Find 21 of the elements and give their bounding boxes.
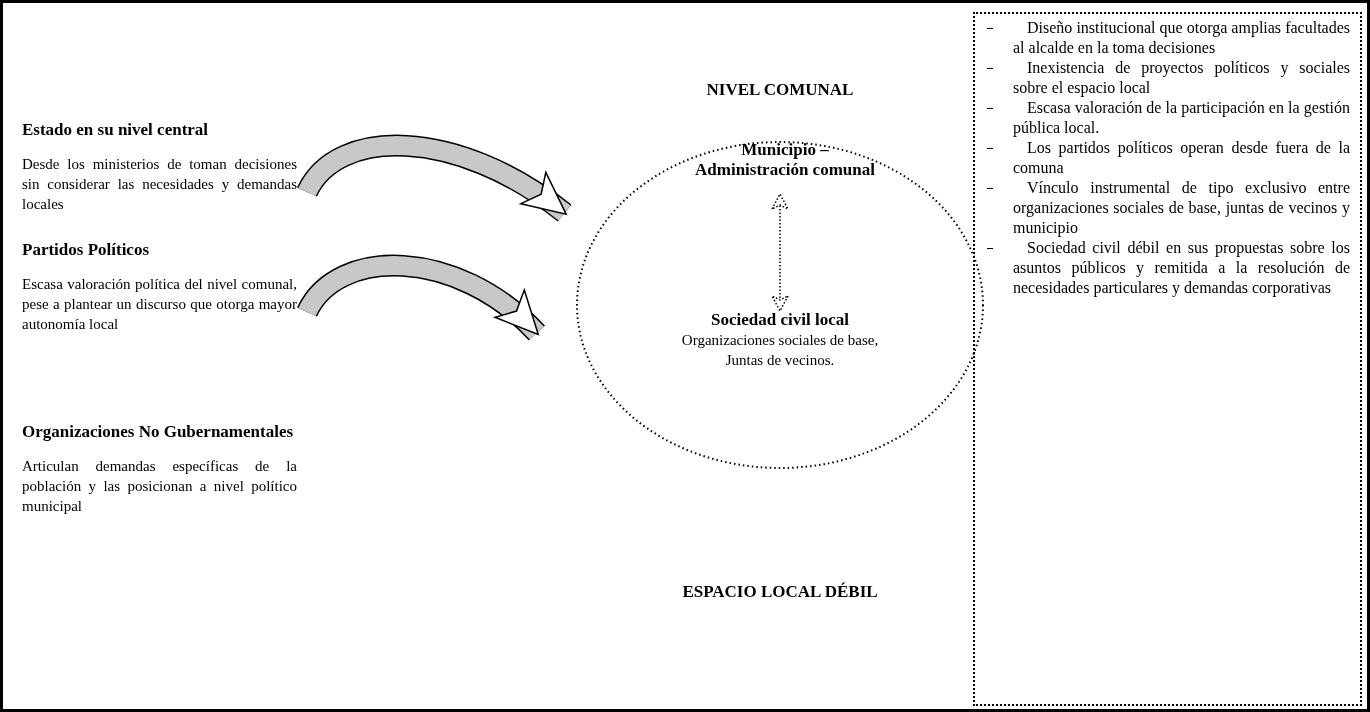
section-heading: ESPACIO LOCAL DÉBIL — [681, 582, 879, 602]
list-item: Escasa valoración de la participación en la gestión pública local. — [1013, 99, 1350, 136]
list-item: Vínculo instrumental de tipo exclusivo entre organizaciones sociales de base, juntas de vecinos y municipio — [1013, 179, 1350, 236]
list-item: Sociedad civil débil en sus propuestas sobre los asuntos públicos y remitida a la resolución de necesidades particulares y demandas corporativas — [1013, 239, 1350, 296]
dotted-double-arrow — [771, 193, 789, 312]
list-panel — [973, 12, 1362, 706]
description-text: Escasa valoración política del nivel comunal, pese a plantear un discurso que otorga mayor autonomía local — [22, 275, 297, 334]
description-text: Desde los ministerios de toman decisiones sin considerar las necesidades y demandas locales — [22, 155, 297, 214]
description-text: Articulan demandas específicas de la población y las posicionan a nivel político municipal — [22, 457, 297, 516]
list-item: Los partidos políticos operan desde fuera de la comuna — [1013, 139, 1350, 176]
list-item: Diseño institucional que otorga amplias facultades al alcalde en la toma decisiones — [1013, 19, 1350, 56]
section-heading: NIVEL COMUNAL — [705, 80, 855, 100]
heading: Estado en su nivel central — [22, 120, 210, 140]
heading: Sociedad civil local — [710, 310, 850, 330]
list-item: Inexistencia de proyectos políticos y sociales sobre el espacio local — [1013, 59, 1350, 96]
heading: Partidos Políticos — [22, 240, 150, 260]
curved-block-arrow — [297, 134, 572, 222]
description-text: Organizaciones sociales de base, Juntas de vecinos. — [680, 331, 880, 370]
heading: Organizaciones No Gubernamentales — [22, 422, 295, 442]
curved-block-arrow — [297, 254, 545, 341]
heading: Municipio – Administración comunal — [695, 140, 875, 180]
